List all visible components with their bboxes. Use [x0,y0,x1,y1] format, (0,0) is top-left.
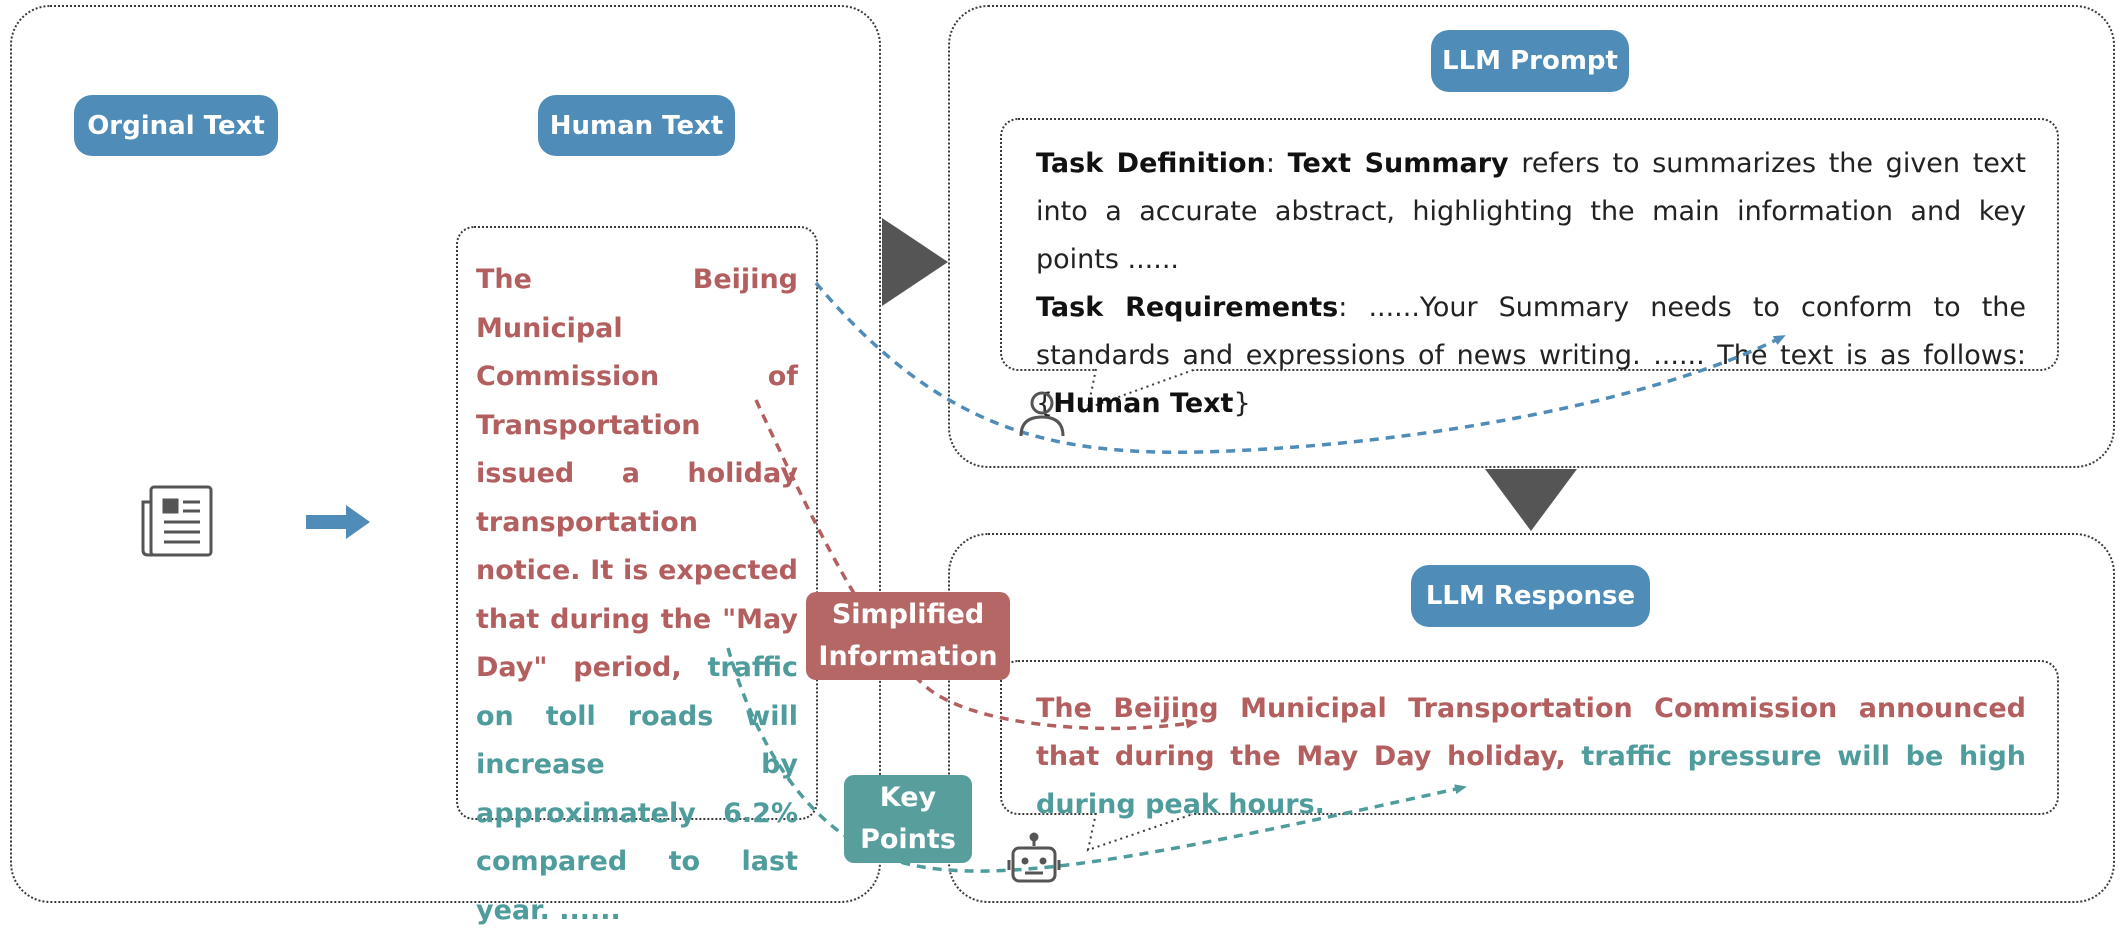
human-text-reference: Human Text [1053,388,1234,419]
text-summary-label: Text Summary [1287,148,1509,179]
colon: : [1265,148,1288,179]
original-text-label: Orginal Text [74,95,278,156]
simplified-information-tag: Simplified Information [806,592,1010,680]
prompt-content: Task Definition: Text Summary refers to … [1036,140,2026,428]
task-definition-body: refers to summarizes the given text into… [1036,148,2026,275]
prompt-panel [948,5,2115,468]
human-key-text: traffic on toll roads will increase by a… [476,652,798,926]
key-tag-line-2: Points [860,824,956,855]
human-text-content: The Beijing Municipal Commission of Tran… [476,256,798,935]
llm-response-label: LLM Response [1411,565,1650,627]
task-requirements-label: Task Requirements [1036,292,1339,323]
simplified-tag-line-2: Information [818,641,998,672]
task-definition-label: Task Definition [1036,148,1266,179]
human-simplified-text: The Beijing Municipal Commission of Tran… [476,264,798,683]
key-tag-line-1: Key [879,782,937,814]
simplified-tag-line-1: Simplified [831,599,985,631]
human-text-label: Human Text [538,95,735,156]
key-points-tag: Key Points [844,775,972,863]
llm-prompt-label: LLM Prompt [1431,30,1629,92]
close-brace: } [1233,388,1251,419]
response-content: The Beijing Municipal Transportation Com… [1036,685,2026,829]
